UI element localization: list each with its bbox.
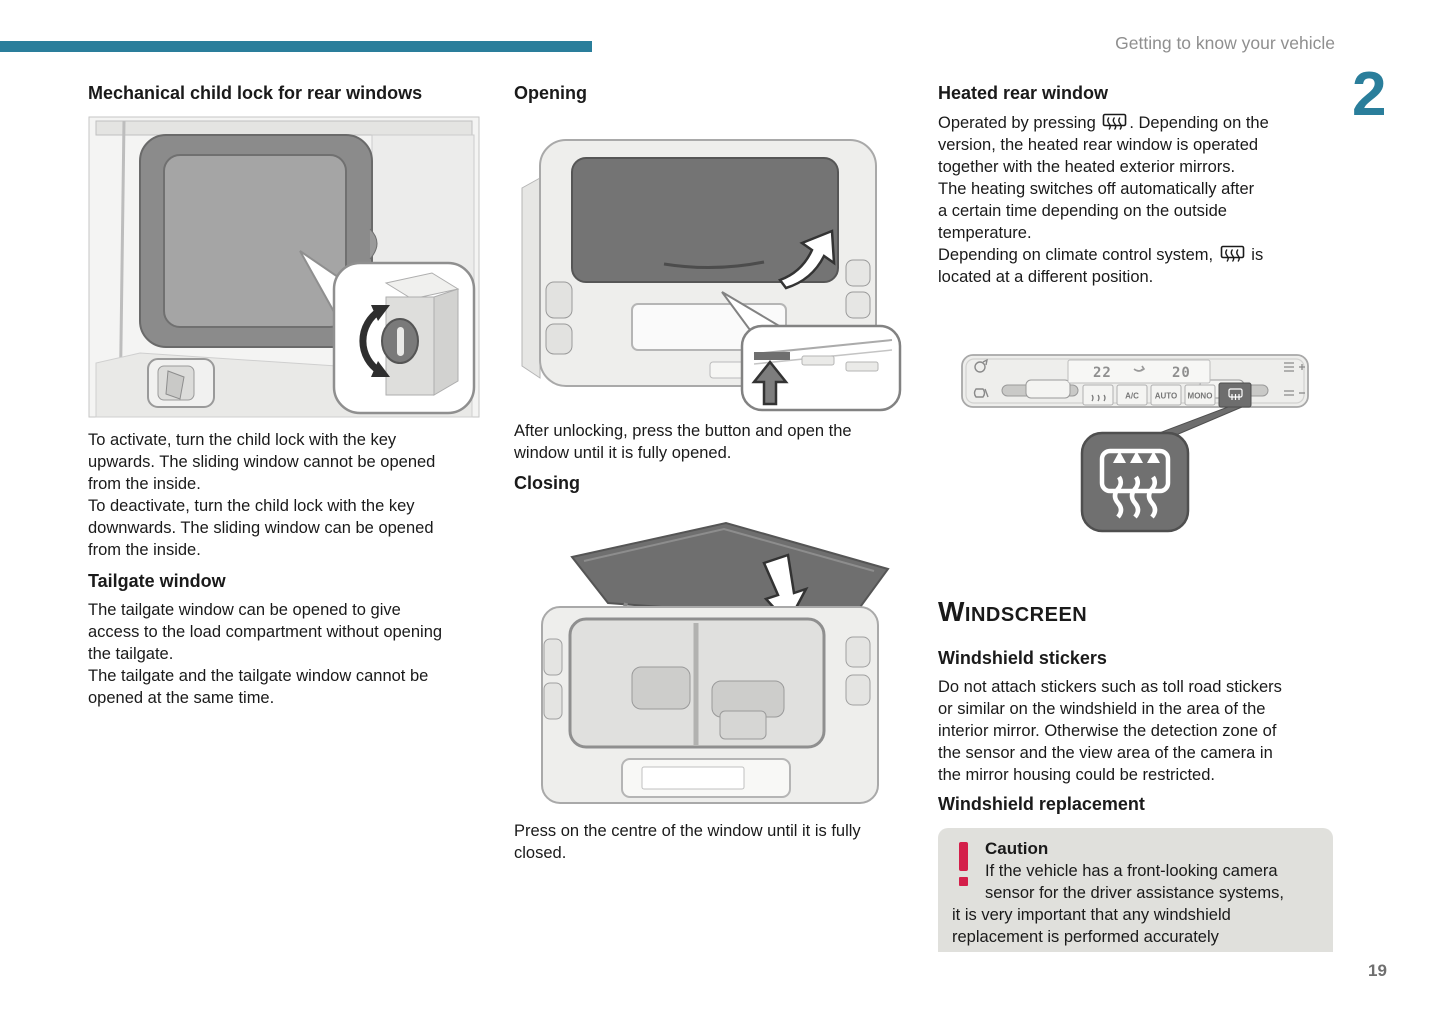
child-lock-callout [299,250,476,415]
child-lock-figure [88,113,480,426]
roof-trim [95,120,473,136]
tailgate-window-text: The tailgate window can be opened to giv… [88,599,488,709]
rear-wiper [663,260,765,270]
open-arrow-icon [777,229,836,290]
page-number: 19 [1368,961,1387,980]
up-arrow-icon [751,359,789,406]
running-header: Getting to know your vehicle [1115,33,1335,53]
keyhole-icon [381,318,419,364]
auto-button [1150,384,1182,406]
section-title-tailgate-window: Tailgate window [88,571,226,591]
van-side [521,177,541,379]
heated-para1-after: . Depending on the version, the heated r… [938,114,1269,176]
tailgate-window-glass [571,157,839,283]
heated-rear-window-icon-large [1099,448,1171,519]
ac-button [1116,384,1148,406]
section-title-windscreen: Windscreen [938,596,1088,627]
closing-figure [514,519,906,817]
section-title-closing: Closing [514,473,580,493]
temperature-display: 22 20 [1067,359,1211,384]
section-title-opening: Opening [514,83,587,103]
heated-rear-window-callout [1080,406,1243,533]
section-title-heated-rear-window: Heated rear window [938,83,1109,103]
heated-para3-after: is located at a different position. [938,246,1264,286]
window-aperture [568,617,826,749]
child-lock-text: To activate, turn the child lock with th… [88,429,488,561]
interior-door-handle [147,358,215,408]
heated-rear-window-button-icon [1228,388,1243,400]
section-title-windshield-stickers: Windshield stickers [938,648,1107,668]
temp-right-value: 20 [1172,365,1191,381]
climate-panel-illustration: 22 20 A/C AUTO MONO [961,354,1309,533]
callout-bubble [1080,431,1190,533]
section-title-child-lock: Mechanical child lock for rear windows [88,83,423,103]
tail-lights [545,259,871,355]
chapter-accent-bar [0,41,592,52]
stickers-paragraph: Do not attach stickers such as toll road… [938,678,1282,784]
interior-console [719,710,767,740]
defrost-icon [1091,394,1106,402]
section-title-windshield-replacement: Windshield replacement [938,794,1145,814]
sliding-window [139,134,378,348]
chapter-number-badge: 2 [1352,60,1387,129]
tailgate-closing-illustration [541,521,890,804]
lock-housing-side [433,288,459,396]
release-button [754,352,790,360]
callout-bubble [740,324,902,412]
heated-rear-window-icon [1220,245,1245,262]
trim-slot-1 [801,355,835,366]
deactivate-paragraph: To deactivate, turn the child lock with … [88,497,434,559]
airflow-icon [1133,365,1146,372]
button-row: A/C AUTO MONO [1082,382,1252,408]
climate-panel-figure: 22 20 A/C AUTO MONO [950,345,1320,555]
heated-paragraph-3: Depending on climate control system, is … [938,244,1340,288]
child-lock-illustration [88,116,480,418]
handle-recess [621,758,791,798]
seat-headrest-left [631,666,691,710]
window-latch [369,228,378,260]
opening-figure [514,114,906,418]
caution-exclamation-icon [959,842,968,886]
caution-title: Caution [985,839,1049,858]
activate-paragraph: To activate, turn the child lock with th… [88,431,436,493]
open-window-glass [570,521,890,623]
tailgate-opening-illustration [521,139,902,412]
heated-rear-window-text: Operated by pressing . Depending on the … [938,112,1340,288]
heated-para1-before: Operated by pressing [938,114,1101,132]
side-trims [543,636,871,720]
fan-minus-icon [1284,390,1305,396]
heated-paragraph-2: The heating switches off automatically a… [938,180,1255,242]
seat-vent-icon [973,388,989,398]
heated-paragraph-1: Operated by pressing . Depending on the … [938,112,1340,178]
caution-box: Caution If the vehicle has a front-looki… [938,828,1333,952]
fan-plus-icon [1284,362,1305,372]
tailgate-paragraph-1: The tailgate window can be opened to giv… [88,601,443,663]
climate-control-panel: 22 20 A/C AUTO MONO [961,354,1309,408]
mono-button [1184,384,1216,406]
tailgate-paragraph-2: The tailgate and the tailgate window can… [88,667,429,707]
temp-left-value: 22 [1093,365,1112,381]
slider-left [1001,379,1079,399]
opening-caption: After unlocking, press the button and op… [514,422,852,462]
rotate-arrow-icon [359,305,390,377]
auto-button-label: AUTO [1155,392,1178,401]
press-button-callout [721,291,902,412]
closing-caption: Press on the centre of the window until … [514,822,861,862]
trim-slot-2 [845,361,879,372]
heated-rear-window-icon [1103,113,1127,130]
recirculation-icon [974,358,988,373]
trim-edge [753,339,893,355]
heated-para3-before: Depending on climate control system, [938,246,1218,264]
caution-text: If the vehicle has a front-looking camer… [952,862,1284,946]
mono-button-label: MONO [1188,392,1213,401]
ac-button-label: A/C [1125,392,1139,401]
